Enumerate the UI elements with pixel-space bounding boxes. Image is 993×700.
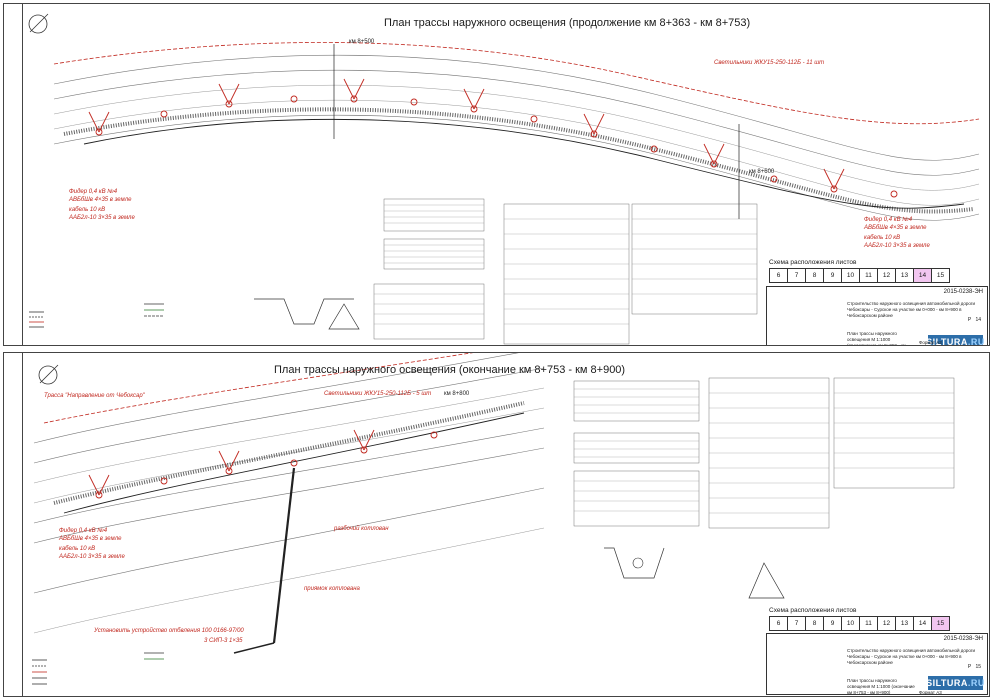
north-arrow-icon <box>38 365 58 385</box>
sheet-cell: 10 <box>842 269 860 282</box>
drawing-sheet-bottom: План трассы наружного освещения (окончан… <box>3 352 990 697</box>
sheet-name: План трассы наружного освещения М 1:1000… <box>847 331 906 346</box>
sheet-cell: 6 <box>770 269 788 282</box>
sheet-cell: 11 <box>860 269 878 282</box>
project-description: Строительство наружного освещения автомо… <box>847 648 976 665</box>
sheet-cell: 8 <box>806 269 824 282</box>
route-plan-graphic <box>32 353 955 685</box>
drawing-sheet-top: План трассы наружного освещения (продолж… <box>3 3 990 346</box>
sheet-layout-cells: 6 7 8 9 10 11 12 13 14 15 <box>769 268 950 283</box>
cable-label: АВБбШв 4×35 в земле <box>69 197 132 203</box>
sheet-cell: 10 <box>842 617 860 630</box>
format-label: Формат А3 <box>919 340 942 345</box>
sheet-cell: 8 <box>806 617 824 630</box>
sheet-cell-current: 15 <box>932 617 949 630</box>
north-arrow-icon <box>28 14 48 34</box>
legend-lines <box>29 303 164 328</box>
sheet-layout-scheme: Схема расположения листов 6 7 8 9 10 11 … <box>769 607 950 631</box>
sheet-cell: 12 <box>878 617 896 630</box>
pole-markers <box>88 429 438 499</box>
sheet-cell: 15 <box>936 272 945 279</box>
sheet-cell: 11 <box>860 617 878 630</box>
sheet-cell: 7 <box>788 269 806 282</box>
sheet-name: План трассы наружного освещения М 1:1000… <box>847 678 915 695</box>
route-annotation: Трасса "Направление от Чебоксар" <box>44 393 145 399</box>
sheet-title: План трассы наружного освещения (окончан… <box>274 364 626 376</box>
cable-label: Фидер 0,4 кВ №4 <box>69 189 118 195</box>
lamps-note: Светильники ЖКУ15-250-112Б - 5 шт <box>324 391 432 397</box>
lamps-note: Светильники ЖКУ15-250-112Б - 11 шт <box>714 60 825 66</box>
cable-label: Фидер 0,4 кВ №4 <box>864 217 913 223</box>
sheet-cell: 14 <box>914 617 932 630</box>
title-block: 2015-0238-ЭН Строительство наружного осв… <box>766 286 988 346</box>
sheet-layout-caption: Схема расположения листов <box>769 259 857 266</box>
km-label: км 8+800 <box>444 391 470 397</box>
sheet-cell: 9 <box>824 269 842 282</box>
cable-label: АВБбШв 4×35 в земле <box>59 536 122 542</box>
cable-label: АВБбШв 4×35 в земле <box>864 225 927 231</box>
cable-label: ААБ2л-10 3×35 в земле <box>59 554 125 560</box>
title-block: 2015-0238-ЭН Строительство наружного осв… <box>766 633 988 695</box>
km-label: км 8+500 <box>349 39 375 45</box>
route-annotation: 3 СИП-3 1×35 <box>204 638 243 644</box>
stage: Р <box>967 317 972 323</box>
sheet-layout-cells: 6 7 8 9 10 11 12 13 14 15 <box>769 616 950 631</box>
sheet-cell: 12 <box>878 269 896 282</box>
sheet-layout-scheme: Схема расположения листов 6 7 8 9 10 11 … <box>769 259 950 283</box>
stage-and-sheet: Р 15 <box>968 664 981 670</box>
sheet-cell: 7 <box>788 617 806 630</box>
project-description: Строительство наружного освещения автомо… <box>847 301 976 318</box>
route-annotation: разбочий котлован <box>334 526 389 532</box>
cable-label: Фидер 0,4 кВ №4 <box>59 528 108 534</box>
pole-markers <box>88 78 898 198</box>
sheet-title: План трассы наружного освещения (продолж… <box>384 17 751 29</box>
sheet-cell: 6 <box>770 617 788 630</box>
route-plan-graphic <box>28 13 980 345</box>
cable-label: кабель 10 кВ <box>864 235 901 241</box>
sheet-cell: 9 <box>824 617 842 630</box>
route-annotation: приямок котлована <box>304 586 360 592</box>
cable-label: кабель 10 кВ <box>59 546 96 552</box>
siltura-logo: SILTURA.RU <box>926 335 984 345</box>
cable-label: кабель 10 кВ <box>69 207 106 213</box>
km-label: км 8+600 <box>749 169 775 175</box>
sheet-number: 15 <box>975 664 981 670</box>
cable-label: ААБ2л-10 3×35 в земле <box>864 243 930 249</box>
sheet-number: 14 <box>975 317 981 323</box>
document-code: 2015-0238-ЭН <box>943 636 983 642</box>
sheet-layout-caption: Схема расположения листов <box>769 607 857 614</box>
left-stamp-strip <box>4 353 23 696</box>
document-code: 2015-0238-ЭН <box>943 289 983 295</box>
left-stamp-strip <box>4 4 23 345</box>
stage: Р <box>967 664 972 670</box>
sheet-cell: 13 <box>896 269 914 282</box>
format-label: Формат А3 <box>919 690 942 695</box>
stage-and-sheet: Р 14 <box>968 317 981 323</box>
siltura-logo: SILTURA.RU <box>926 676 985 690</box>
sheet-cell: 13 <box>896 617 914 630</box>
sheet-cell-current: 14 <box>914 269 932 282</box>
route-annotation: Установить устройство отбвления 100 0166… <box>94 628 244 634</box>
cable-label: ААБ2л-10 3×35 в земле <box>69 215 135 221</box>
